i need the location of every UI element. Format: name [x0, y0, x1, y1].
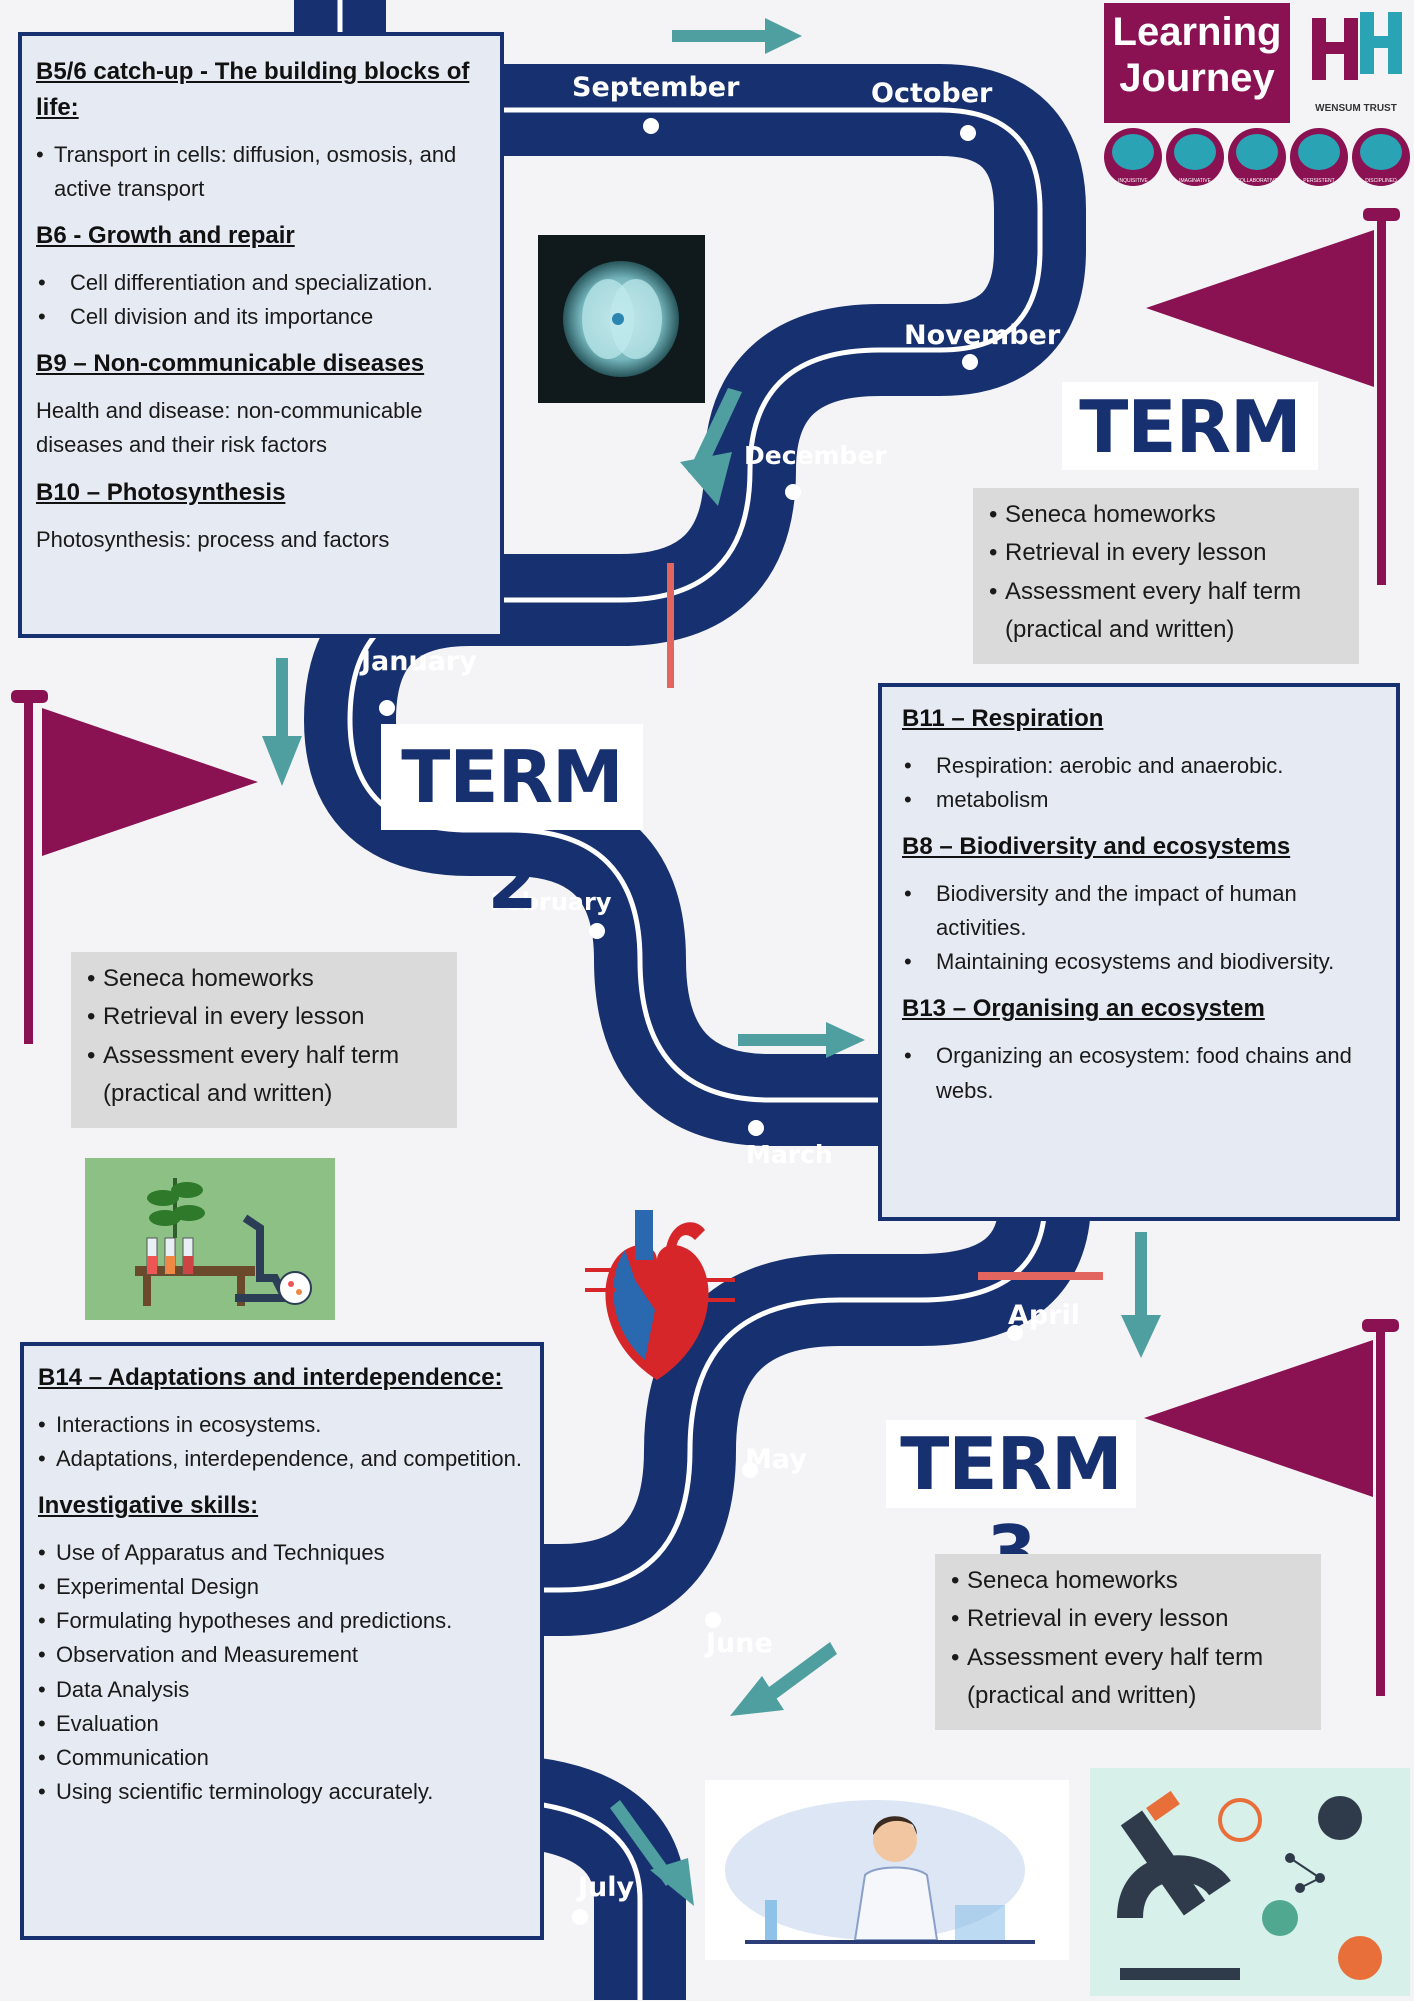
learning-journey-logo: Learning Journey — [1104, 3, 1290, 123]
term3-label: TERM 3 — [886, 1420, 1136, 1594]
month-label-january: January — [361, 646, 477, 677]
skill-item: Use of Apparatus and Techniques — [38, 1536, 526, 1570]
topic-item: Respiration: aerobic and anaerobic. — [902, 749, 1378, 783]
b10-heading: B10 – Photosynthesis — [36, 478, 286, 506]
month-dot — [962, 354, 978, 370]
flag-term2 — [11, 690, 258, 1044]
b8-heading: B8 – Biodiversity and ecosystems — [902, 833, 1291, 861]
skills-heading: Investigative skills: — [38, 1492, 259, 1520]
skill-item: Evaluation — [38, 1707, 526, 1741]
month-label-december: December — [744, 441, 887, 470]
assessment-item: Retrieval in every lesson — [87, 998, 443, 1037]
microscope-icon — [1117, 1790, 1382, 1980]
skill-item: Data Analysis — [38, 1673, 526, 1707]
imaginative-icon: IMAGINATIVE — [1166, 128, 1224, 186]
month-dot — [1007, 1325, 1023, 1341]
month-label-november: November — [904, 320, 1061, 351]
month-dot — [742, 1462, 758, 1478]
disciplined-icon: DISCIPLINED — [1352, 128, 1410, 186]
direction-arrows — [262, 18, 1161, 1906]
plant-microscope-icon — [135, 1178, 312, 1306]
persistent-icon: PERSISTENT — [1290, 128, 1348, 186]
flag-term1 — [1146, 208, 1400, 585]
topic-item: Organizing an ecosystem: food chains and… — [902, 1039, 1378, 1107]
assessment-item: Seneca homeworks — [989, 496, 1345, 535]
assessment-item: Seneca homeworks — [87, 960, 443, 999]
topic-item: Transport in cells: diffusion, osmosis, … — [36, 138, 486, 206]
plants-lab-image — [85, 1158, 335, 1320]
school-values-row: INQUISITIVE IMAGINATIVE COLLABORATIVE PE… — [1104, 128, 1410, 190]
topic-text: Photosynthesis: process and factors — [36, 526, 390, 552]
term1-assessment-box: Seneca homeworks Retrieval in every less… — [973, 488, 1359, 664]
assessment-item: Seneca homeworks — [951, 1562, 1307, 1601]
b6-heading: B6 - Growth and repair — [36, 222, 295, 250]
term2-topics-box: B11 – Respiration Respiration: aerobic a… — [878, 683, 1400, 1221]
assessment-item: Retrieval in every lesson — [951, 1600, 1307, 1639]
month-dot — [705, 1612, 721, 1628]
hh-monogram-icon — [1312, 12, 1402, 80]
scientist-icon — [725, 1800, 1035, 1944]
month-label-april: April — [1008, 1300, 1081, 1331]
month-label-february: February — [490, 888, 612, 916]
month-dot — [960, 125, 976, 141]
topic-item: metabolism — [902, 783, 1378, 817]
topic-item: Adaptations, interdependence, and compet… — [38, 1442, 526, 1476]
microscope-image — [1090, 1768, 1410, 1996]
cell-division-image — [538, 235, 705, 403]
logo-line1: Learning — [1112, 10, 1282, 54]
b14-heading: B14 – Adaptations and interdependence: — [38, 1364, 503, 1391]
month-label-july: July — [578, 1872, 635, 1903]
heart-image — [565, 1190, 750, 1395]
term1-topics-box: B5/6 catch-up - The building blocks of l… — [18, 32, 504, 638]
topic-item: Cell differentiation and specialization. — [36, 266, 486, 300]
b56-heading: B5/6 catch-up - The building blocks of l… — [36, 58, 470, 121]
skill-item: Formulating hypotheses and predictions. — [38, 1604, 526, 1638]
skill-item: Using scientific terminology accurately. — [38, 1775, 526, 1809]
heart-icon — [585, 1210, 735, 1380]
assessment-item: Retrieval in every lesson — [989, 534, 1345, 573]
month-dot — [748, 1120, 764, 1136]
topic-item: Maintaining ecosystems and biodiversity. — [902, 945, 1378, 979]
term-divider — [667, 563, 674, 688]
b13-heading: B13 – Organising an ecosystem — [902, 995, 1265, 1023]
term2-assessment-box: Seneca homeworks Retrieval in every less… — [71, 952, 457, 1128]
scientist-image — [705, 1780, 1069, 1960]
topic-item: Biodiversity and the impact of human act… — [902, 877, 1378, 945]
month-label-june: June — [706, 1628, 773, 1659]
topic-text: Health and disease: non-communicable dis… — [36, 398, 423, 458]
skill-item: Communication — [38, 1741, 526, 1775]
term2-label: TERM 2 — [381, 724, 643, 925]
term-divider — [978, 1272, 1103, 1280]
topic-item: Interactions in ecosystems. — [38, 1408, 526, 1442]
assessment-item: Assessment every half term (practical an… — [951, 1639, 1307, 1716]
assessment-item: Assessment every half term (practical an… — [989, 573, 1345, 650]
skill-item: Experimental Design — [38, 1570, 526, 1604]
b11-heading: B11 – Respiration — [902, 705, 1104, 732]
assessment-item: Assessment every half term (practical an… — [87, 1037, 443, 1114]
month-dot — [572, 1909, 588, 1925]
logo-line2: Journey — [1119, 56, 1275, 100]
month-label-may: May — [745, 1444, 807, 1475]
term3-topics-box: B14 – Adaptations and interdependence: I… — [20, 1342, 544, 1940]
cell-icon — [563, 261, 679, 377]
term1-label: TERM 1 — [1062, 382, 1318, 559]
b9-heading: B9 – Non-communicable diseases — [36, 350, 425, 378]
flag-term3 — [1144, 1319, 1399, 1696]
month-label-march: March — [746, 1140, 833, 1169]
trust-name: WENSUM TRUST — [1315, 103, 1397, 114]
month-dot — [379, 700, 395, 716]
topic-item: Cell division and its importance — [36, 300, 486, 334]
month-dot — [785, 484, 801, 500]
month-dot — [589, 923, 605, 939]
month-label-september: September — [572, 72, 740, 103]
collaborative-icon: COLLABORATIVE — [1228, 128, 1286, 186]
wensum-trust-logo: WENSUM TRUST — [1304, 8, 1408, 118]
month-label-october: October — [871, 78, 993, 109]
term3-assessment-box: Seneca homeworks Retrieval in every less… — [935, 1554, 1321, 1730]
inquisitive-icon: INQUISITIVE — [1104, 128, 1162, 186]
month-dot — [643, 118, 659, 134]
skill-item: Observation and Measurement — [38, 1638, 526, 1672]
